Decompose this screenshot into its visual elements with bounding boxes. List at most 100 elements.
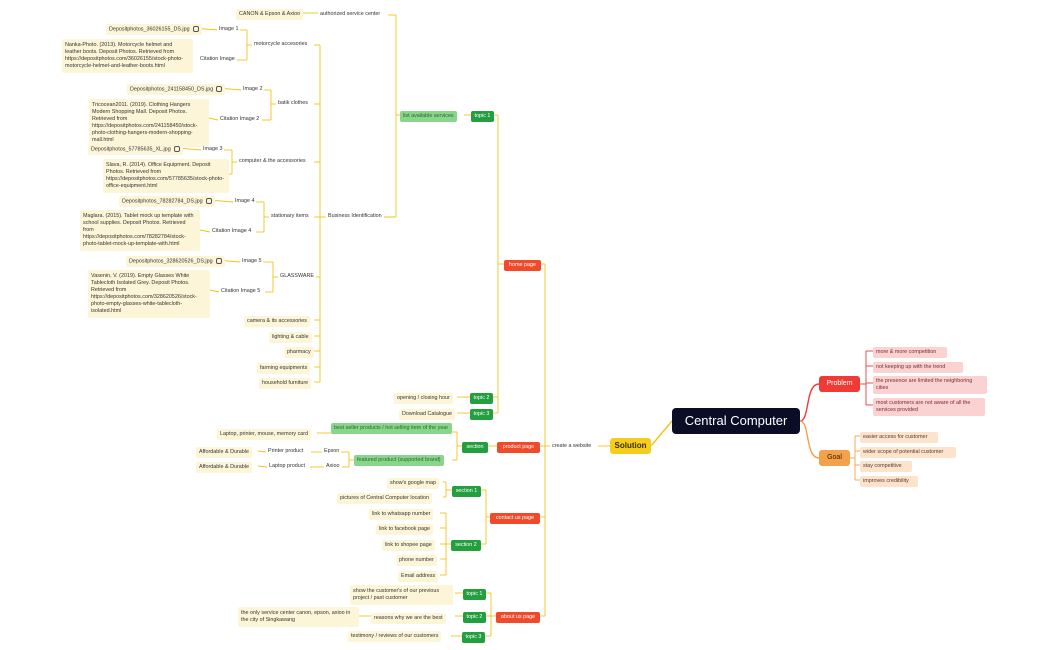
farming-node[interactable]: farming equipments xyxy=(257,363,311,374)
business-id-node[interactable]: Business Identification xyxy=(326,213,384,220)
root-node[interactable]: Central Computer xyxy=(672,408,800,434)
connector-curve xyxy=(799,420,820,459)
featured-node[interactable]: featured product (supported brand) xyxy=(354,455,444,466)
goal-item[interactable]: easier access for customer xyxy=(860,432,938,443)
file3-label: Depositphotos_57785635_XL.jpg xyxy=(91,146,171,153)
cit-image-node[interactable]: Citation Image xyxy=(198,56,237,63)
laptop-product-node[interactable]: Laptop product xyxy=(267,463,307,470)
home-topic1-node[interactable]: topic 1 xyxy=(471,111,494,122)
paperclip-icon xyxy=(192,26,199,32)
connector-line xyxy=(257,465,268,468)
file5-node[interactable]: Depositphotos_328620526_DS.jpg xyxy=(126,256,225,268)
cit-image4-node[interactable]: Citation Image 4 xyxy=(210,228,254,235)
image3-node[interactable]: Image 3 xyxy=(201,146,225,153)
connector-curve xyxy=(799,383,820,422)
shopee-node[interactable]: link to shopee page xyxy=(382,540,435,551)
file2-node[interactable]: Depositphotos_241158450_DS.jpg xyxy=(127,84,226,96)
pictures-node[interactable]: pictures of Central Computer location xyxy=(337,493,432,504)
cit-image2-node[interactable]: Citation Image 2 xyxy=(218,116,262,123)
file1-node[interactable]: Depositphotos_36026155_DS.jpg xyxy=(106,24,202,36)
connector-line xyxy=(199,229,211,233)
stationary-node[interactable]: stationary items xyxy=(269,213,311,220)
home-page-node[interactable]: home page xyxy=(504,260,541,271)
image5-node[interactable]: Image 5 xyxy=(240,258,264,265)
cit1-node[interactable]: Nanka-Photo. (2013). Motorcycle helmet a… xyxy=(62,39,193,73)
cit3-node[interactable]: Slava, R. (2014). Office Equipment. Depo… xyxy=(103,159,229,193)
cit4-node[interactable]: Maglara. (2015). Tablet mock up template… xyxy=(80,210,200,251)
product-page-node[interactable]: product page xyxy=(497,442,540,453)
whatsapp-node[interactable]: link to whatsapp number xyxy=(369,509,434,520)
problem-node[interactable]: Problem xyxy=(819,376,860,392)
file3-node[interactable]: Depositphotos_57785635_XL.jpg xyxy=(88,144,183,156)
list-services-node[interactable]: list available services xyxy=(400,111,457,122)
problem-item[interactable]: most customers are not aware of all the … xyxy=(873,398,985,416)
reasons-node[interactable]: reasons why we are the best xyxy=(371,613,446,624)
lighting-node[interactable]: lighting & cable xyxy=(269,332,312,343)
about-topic2-node[interactable]: topic 2 xyxy=(463,612,486,623)
batik-node[interactable]: batik clothes xyxy=(276,100,310,107)
testimony-node[interactable]: testimony / reviews of our customers xyxy=(348,631,442,642)
laptop-etc-node[interactable]: Laptop, printer, mouse, memory card xyxy=(217,429,312,440)
file4-label: Depositphotos_78282784_DS.jpg xyxy=(122,198,203,205)
connector-line xyxy=(650,420,673,447)
moto-node[interactable]: motorcycle accesories xyxy=(252,41,310,48)
file2-label: Depositphotos_241158450_DS.jpg xyxy=(130,86,214,93)
file1-label: Depositphotos_36026155_DS.jpg xyxy=(109,26,190,33)
opening-node[interactable]: opening / closing hour xyxy=(394,393,453,404)
only-center-node[interactable]: the only service center canon, epson, ax… xyxy=(238,607,359,627)
problem-item[interactable]: more & more competition xyxy=(873,347,947,358)
about-topic3-node[interactable]: topic 3 xyxy=(462,632,485,643)
problem-item[interactable]: the presence are limited the neighboring… xyxy=(873,376,987,394)
solution-node[interactable]: Solution xyxy=(610,438,651,454)
goal-item[interactable]: stay competitive xyxy=(860,461,912,472)
image4-node[interactable]: Image 4 xyxy=(233,198,257,205)
download-node[interactable]: Download Catalogue xyxy=(399,409,456,420)
home-topic3-node[interactable]: topic 3 xyxy=(470,409,493,420)
email-node[interactable]: Email address xyxy=(398,571,439,582)
image1-node[interactable]: Image 1 xyxy=(217,26,241,33)
problem-item[interactable]: not keeping up with the trend xyxy=(873,362,963,373)
connector-line xyxy=(257,450,267,453)
facebook-node[interactable]: link to facebook page xyxy=(376,524,433,535)
best-seller-node[interactable]: best seller products / hot selling item … xyxy=(331,423,452,434)
contact-section1-node[interactable]: section 1 xyxy=(452,486,481,497)
image2-node[interactable]: Image 2 xyxy=(241,86,265,93)
phone-node[interactable]: phone number xyxy=(396,555,437,566)
camera-node[interactable]: camera & its accessories xyxy=(244,316,310,327)
authorized-node[interactable]: authorized service center xyxy=(318,11,383,18)
file5-label: Depositphotos_328620526_DS.jpg xyxy=(129,258,213,265)
cit-image5-node[interactable]: Citation Image 5 xyxy=(219,288,263,295)
paperclip-icon xyxy=(173,146,180,152)
computer-node[interactable]: computer & the accessories xyxy=(237,158,308,165)
contact-page-node[interactable]: contact us page xyxy=(490,513,540,524)
goal-item[interactable]: improves credibility xyxy=(860,476,918,487)
paperclip-icon xyxy=(205,198,212,204)
connector-line xyxy=(209,289,220,293)
afford2-node[interactable]: Affordable & Durable xyxy=(196,462,252,473)
goal-node[interactable]: Goal xyxy=(819,450,850,466)
afford1-node[interactable]: Affordable & Durable xyxy=(196,447,252,458)
epson-node[interactable]: Epson xyxy=(322,448,342,455)
pharmacy-node[interactable]: pharmacy xyxy=(284,347,314,358)
google-map-node[interactable]: show's google map xyxy=(387,478,439,489)
about-topic1-node[interactable]: topic 1 xyxy=(463,589,486,600)
canon-node[interactable]: CANON & Epson & Axioo xyxy=(236,9,304,20)
create-website-node[interactable]: create a website xyxy=(550,443,594,450)
printer-product-node[interactable]: Printer product xyxy=(266,448,306,455)
axioo-node[interactable]: Axioo xyxy=(324,463,342,470)
cit2-node[interactable]: Tricocean2011. (2019). Clothing Hangers … xyxy=(89,99,209,147)
glassware-node[interactable]: GLASSWARE xyxy=(278,273,316,280)
paperclip-icon xyxy=(215,258,222,264)
household-node[interactable]: household furniture xyxy=(259,378,312,389)
paperclip-icon xyxy=(216,86,223,92)
contact-section2-node[interactable]: section 2 xyxy=(451,540,481,551)
previous-node[interactable]: show the customer's of our previous proj… xyxy=(350,585,453,605)
cit5-node[interactable]: Vasenin, V. (2019). Empty Glasses White … xyxy=(88,270,210,318)
about-page-node[interactable]: about us page xyxy=(496,612,540,623)
connector-line xyxy=(208,117,219,121)
file4-node[interactable]: Depositphotos_78282784_DS.jpg xyxy=(119,196,215,208)
home-topic2-node[interactable]: topic 2 xyxy=(470,393,493,404)
goal-item[interactable]: wider scope of potential customer xyxy=(860,447,956,458)
product-section-node[interactable]: section xyxy=(462,442,488,453)
